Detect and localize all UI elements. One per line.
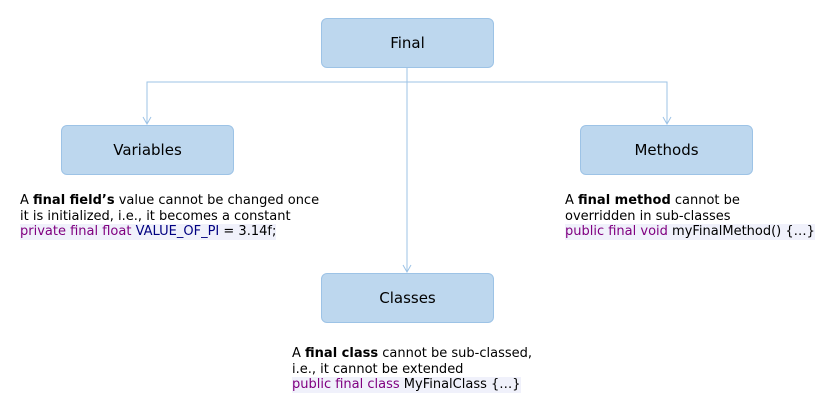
node-methods: Methods <box>580 125 753 175</box>
variables-code-identifier: VALUE_OF_PI <box>135 224 220 239</box>
variables-desc-line-1: A final field’s value cannot be changed … <box>20 193 319 209</box>
methods-desc-bold: final method <box>578 193 671 208</box>
node-final: Final <box>321 18 494 68</box>
classes-description: A final class cannot be sub-classed, i.e… <box>292 346 532 393</box>
variables-code-snippet: private final float VALUE_OF_PI = 3.14f; <box>20 224 277 240</box>
classes-desc-pre: A <box>292 346 306 361</box>
methods-desc-line-2: overridden in sub-classes <box>565 208 731 224</box>
variables-desc-bold: final field’s <box>33 193 115 208</box>
methods-desc-line-1: A final method cannot be <box>565 193 815 209</box>
variables-code-keyword: private final float <box>20 224 132 239</box>
variables-desc-post: value cannot be changed once <box>114 193 320 208</box>
methods-code-keyword: public final void <box>565 224 668 239</box>
node-classes: Classes <box>321 273 494 323</box>
arrow-to-methods <box>662 116 672 126</box>
arrow-to-classes <box>402 264 412 274</box>
arrow-to-variables <box>142 116 152 126</box>
node-variables-label: Variables <box>113 141 182 159</box>
classes-desc-line-2: i.e., it cannot be extended <box>292 361 464 377</box>
methods-code-snippet: public final void myFinalMethod() {…} <box>565 224 815 240</box>
variables-code-line: private final float VALUE_OF_PI = 3.14f; <box>20 224 319 240</box>
classes-desc-bold: final class <box>305 346 379 361</box>
methods-desc-post: cannot be <box>670 193 740 208</box>
methods-code-line: public final void myFinalMethod() {…} <box>565 224 815 240</box>
classes-code-line: public final class MyFinalClass {…} <box>292 377 532 393</box>
methods-description: A final method cannot be overridden in s… <box>565 193 815 240</box>
classes-desc-post: cannot be sub-classed, <box>378 346 532 361</box>
variables-desc-line-2: it is initialized, i.e., it becomes a co… <box>20 208 291 224</box>
variables-description: A final field’s value cannot be changed … <box>20 193 319 240</box>
variables-code-rest: = 3.14f; <box>219 224 277 239</box>
node-classes-label: Classes <box>379 289 436 307</box>
node-final-label: Final <box>390 34 425 52</box>
node-variables: Variables <box>61 125 234 175</box>
variables-desc-pre: A <box>20 193 34 208</box>
classes-code-rest: MyFinalClass {…} <box>399 377 521 392</box>
classes-code-keyword: public final class <box>292 377 400 392</box>
node-methods-label: Methods <box>634 141 699 159</box>
methods-code-rest: myFinalMethod() {…} <box>667 224 815 239</box>
classes-desc-line-1: A final class cannot be sub-classed, <box>292 346 532 362</box>
methods-desc-pre: A <box>565 193 579 208</box>
classes-code-snippet: public final class MyFinalClass {…} <box>292 377 521 393</box>
